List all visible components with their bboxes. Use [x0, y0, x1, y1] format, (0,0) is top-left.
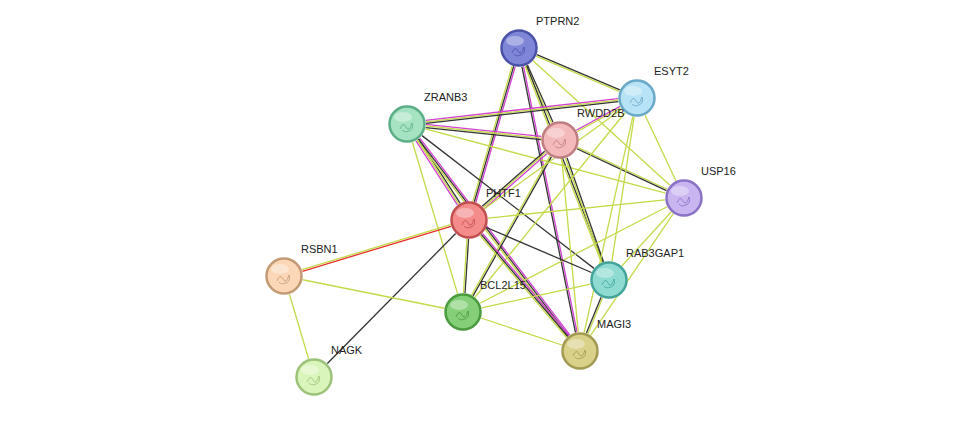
node-circle [388, 105, 426, 143]
protein-node: NAGK [295, 358, 333, 396]
evidence-line [591, 214, 674, 336]
interaction-edge [327, 234, 455, 364]
protein-node: RAB3GAP1 [590, 261, 628, 299]
node-circle [265, 257, 303, 295]
protein-node: BCL2L15 [444, 293, 482, 331]
protein-name: PHTF1 [486, 187, 521, 200]
evidence-line [481, 318, 562, 345]
interaction-edge [475, 113, 625, 298]
protein-name: NAGK [331, 344, 362, 357]
node-circle [590, 261, 628, 299]
evidence-line [525, 66, 601, 263]
protein-name: USP16 [701, 165, 736, 178]
protein-node: PHTF1 [450, 201, 488, 239]
protein-node: RSBN1 [265, 257, 303, 295]
node-circle [450, 201, 488, 239]
interaction-edge [416, 139, 460, 205]
interaction-edge [645, 115, 676, 181]
evidence-line [537, 55, 620, 90]
protein-node: RWDD2B [541, 121, 579, 159]
protein-name: RSBN1 [301, 243, 338, 256]
protein-node: MAGI3 [561, 332, 599, 370]
evidence-line [482, 151, 544, 206]
evidence-line [475, 113, 625, 298]
interaction-edge [525, 65, 603, 262]
node-circle [500, 29, 538, 67]
evidence-line [289, 294, 308, 359]
interaction-edge [612, 117, 634, 261]
protein-name: RWDD2B [577, 107, 624, 120]
interaction-edge [488, 200, 665, 218]
interaction-edge [486, 227, 591, 272]
evidence-line [566, 158, 602, 262]
node-circle [561, 332, 599, 370]
interaction-edge [584, 117, 633, 333]
evidence-line [486, 227, 591, 272]
evidence-line [484, 109, 621, 209]
evidence-line [426, 124, 541, 136]
evidence-line [562, 159, 578, 332]
node-circle [295, 358, 333, 396]
evidence-line [417, 140, 458, 204]
interaction-edge [302, 225, 451, 272]
evidence-line [584, 117, 633, 333]
evidence-line [426, 126, 541, 138]
protein-node: ZRANB3 [388, 105, 426, 143]
protein-name: BCL2L15 [480, 279, 526, 292]
evidence-line [536, 56, 619, 91]
protein-node: USP16 [665, 179, 703, 217]
evidence-line [527, 65, 603, 262]
interaction-edge [484, 109, 621, 209]
protein-name: PTPRN2 [536, 15, 579, 28]
protein-name: MAGI3 [597, 318, 631, 331]
interaction-edge [562, 159, 578, 332]
interaction-edge [481, 318, 562, 345]
interaction-edge [463, 239, 468, 293]
evidence-line [612, 117, 634, 261]
interaction-edge [577, 147, 667, 190]
evidence-line [645, 115, 676, 181]
evidence-line [463, 239, 467, 293]
protein-node: PTPRN2 [500, 29, 538, 67]
interaction-edge [591, 214, 674, 336]
interaction-edge [536, 55, 620, 92]
node-circle [444, 293, 482, 331]
protein-name: ZRANB3 [424, 91, 467, 104]
evidence-line [488, 200, 665, 218]
interaction-edge [289, 294, 308, 359]
evidence-line [327, 234, 455, 364]
interaction-edge [426, 124, 542, 139]
evidence-line [303, 280, 445, 309]
evidence-line [302, 225, 451, 270]
protein-name: RAB3GAP1 [626, 247, 684, 260]
protein-name: ESYT2 [654, 65, 689, 78]
node-circle [665, 179, 703, 217]
node-circle [541, 121, 579, 159]
interaction-edge [303, 280, 445, 309]
